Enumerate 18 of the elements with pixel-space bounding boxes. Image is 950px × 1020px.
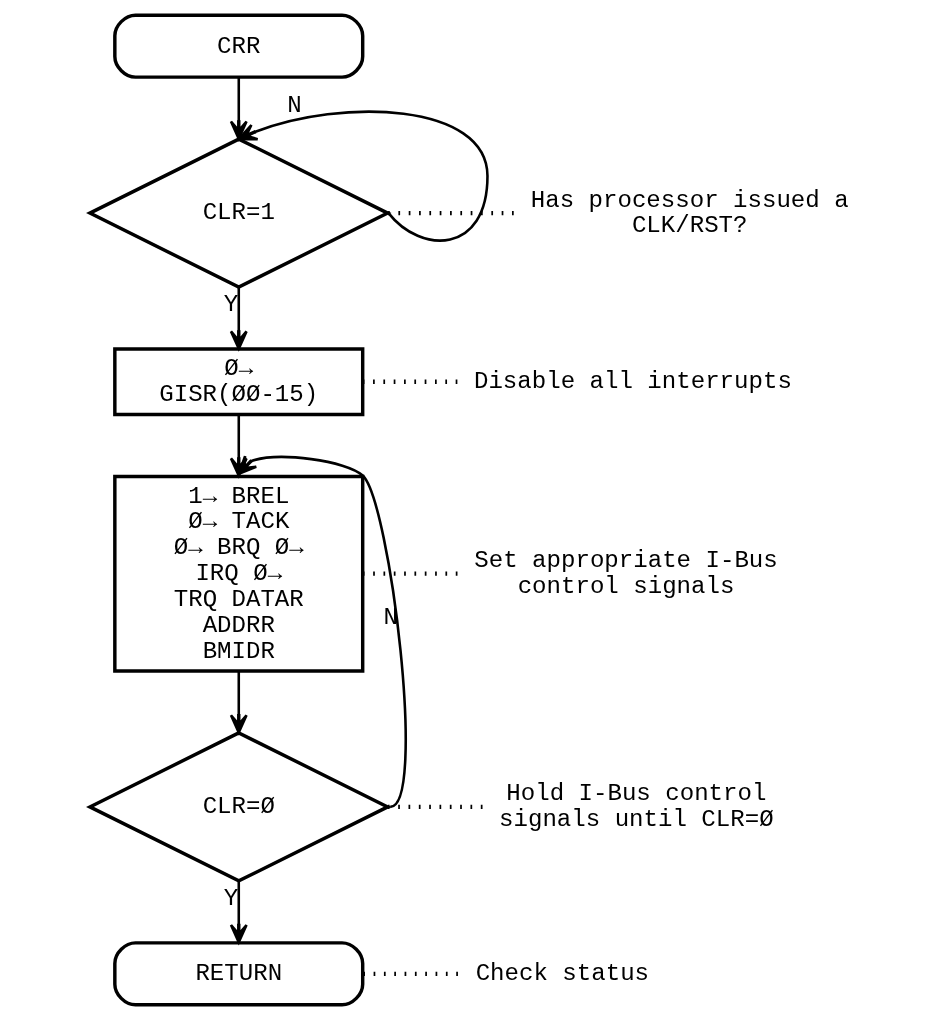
node-box: CRR (113, 13, 365, 79)
edge-label: Y (223, 291, 239, 319)
node-text: Check status (475, 960, 650, 988)
arrow (237, 110, 489, 242)
node-box: RETURN (113, 941, 365, 1007)
node-text: Has processor issued a CLK/RST? (530, 186, 849, 240)
edge-label: N (287, 91, 302, 119)
node-text: Set appropriate I-Bus control signals (474, 547, 778, 600)
node-box: 1→ BREL Ø→ TACK Ø→ BRQ Ø→ IRQ Ø→ TRQ DATAR ADDRR BMIDR (113, 474, 365, 673)
arrow (229, 881, 248, 944)
arrow (229, 77, 248, 141)
node-text: Hold I-Bus control signals until CLR=Ø (499, 780, 774, 834)
arrow (229, 671, 248, 734)
edge-label: Y (223, 885, 239, 913)
arrow (237, 454, 407, 808)
arrow (229, 287, 248, 350)
node-box: Ø→ GISR(ØØ-15) (113, 347, 365, 417)
node-text: Disable all interrupts (473, 368, 792, 396)
